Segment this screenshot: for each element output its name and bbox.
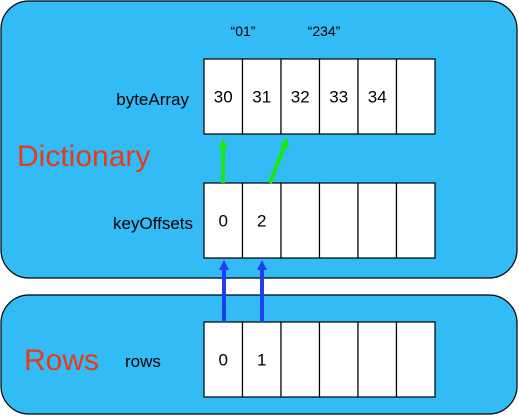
rows-cell-value-0: 0 — [219, 351, 228, 370]
key-offsets-cell-3 — [318, 182, 359, 259]
byte-array-cell-5 — [395, 58, 436, 135]
byte-array-cell-value-0: 30 — [214, 88, 233, 107]
byte-array-cell-3 — [318, 58, 359, 135]
byte-array-cell-value-2: 32 — [291, 88, 310, 107]
rows-title: Rows — [24, 344, 99, 377]
key-offsets-cell-value-1: 2 — [257, 212, 266, 231]
key-offsets-cell-2 — [280, 182, 321, 259]
dictionary-title: Dictionary — [17, 140, 150, 173]
key-offsets-cell-5 — [395, 182, 436, 259]
rows-cell-0 — [203, 321, 244, 398]
rows-cell-4 — [357, 321, 398, 398]
key-offsets-cell-0 — [203, 182, 244, 259]
key-offsets-label: keyOffsets — [113, 214, 193, 233]
rows-label: rows — [125, 352, 161, 371]
byte-array-cell-4 — [357, 58, 398, 135]
byte-array-cell-value-4: 34 — [368, 88, 387, 107]
key-offsets-cell-4 — [357, 182, 398, 259]
byte-array-label: byteArray — [116, 90, 189, 109]
arrow-key-offset-2-to-byte-32 — [268, 137, 289, 184]
byte-array-cell-0 — [203, 58, 244, 135]
rows-cell-5 — [395, 321, 436, 398]
byte-array-cell-value-3: 33 — [329, 88, 348, 107]
byte-array-cell-value-1: 31 — [252, 88, 271, 107]
key-offsets-cell-1 — [241, 182, 282, 259]
rows-cell-value-1: 1 — [257, 351, 266, 370]
rows-cell-2 — [280, 321, 321, 398]
string-label-234: “234” — [308, 23, 341, 39]
key-offsets-cell-value-0: 0 — [219, 212, 228, 231]
string-label-01: “01” — [231, 23, 256, 39]
byte-array-cells: 30 31 32 33 34 — [203, 58, 436, 135]
rows-cell-3 — [318, 321, 359, 398]
